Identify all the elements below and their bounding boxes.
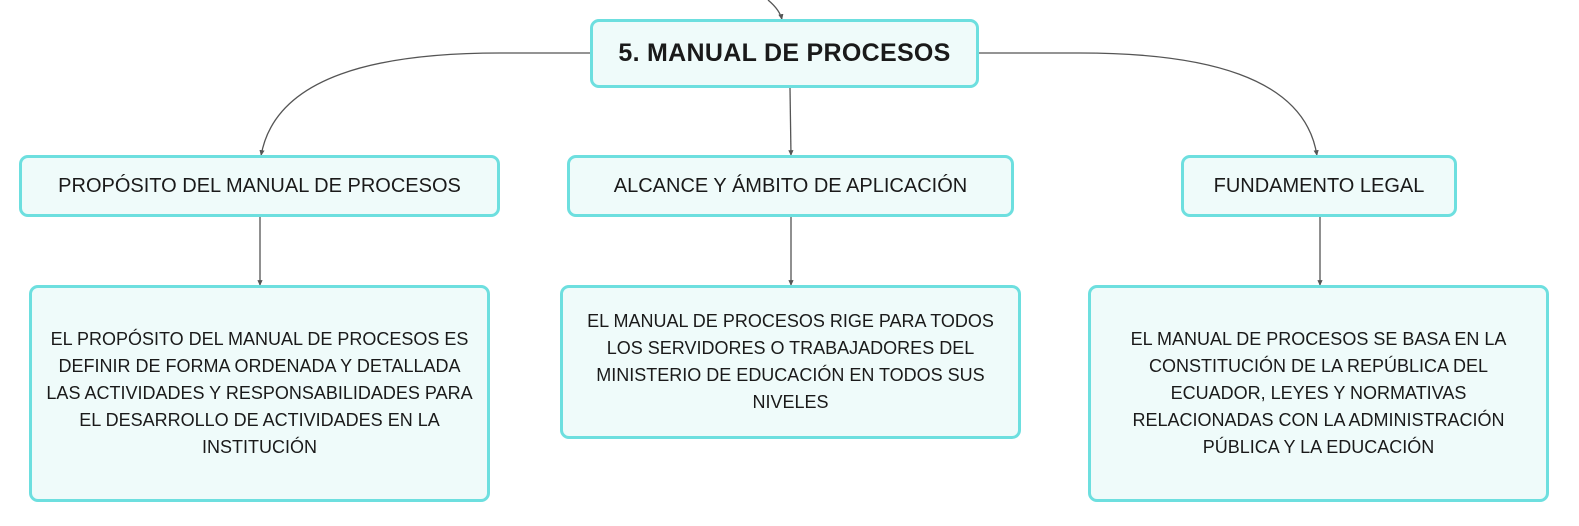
topic-fundamento-legal[interactable]: FUNDAMENTO LEGAL bbox=[1181, 155, 1457, 217]
detail-proposito-text: EL PROPÓSITO DEL MANUAL DE PROCESOS ES D… bbox=[46, 329, 473, 457]
connector-root-to-topic-3 bbox=[978, 52, 1319, 157]
detail-fundamento-legal[interactable]: EL MANUAL DE PROCESOS SE BASA EN LA CONS… bbox=[1088, 285, 1549, 502]
connector-root-to-topic-1 bbox=[259, 52, 592, 157]
topic-fundamento-legal-label: FUNDAMENTO LEGAL bbox=[1213, 174, 1425, 197]
incoming-connector bbox=[767, 0, 784, 21]
topic-alcance-label: ALCANCE Y ÁMBITO DE APLICACIÓN bbox=[613, 174, 968, 197]
topic-proposito[interactable]: PROPÓSITO DEL MANUAL DE PROCESOS bbox=[19, 155, 500, 217]
detail-proposito[interactable]: EL PROPÓSITO DEL MANUAL DE PROCESOS ES D… bbox=[29, 285, 490, 502]
root-topic-label: 5. MANUAL DE PROCESOS bbox=[618, 39, 951, 67]
detail-alcance[interactable]: EL MANUAL DE PROCESOS RIGE PARA TODOS LO… bbox=[560, 285, 1021, 439]
detail-alcance-text: EL MANUAL DE PROCESOS RIGE PARA TODOS LO… bbox=[587, 311, 994, 412]
detail-fundamento-legal-text: EL MANUAL DE PROCESOS SE BASA EN LA CONS… bbox=[1130, 329, 1507, 457]
topic-alcance[interactable]: ALCANCE Y ÁMBITO DE APLICACIÓN bbox=[567, 155, 1014, 217]
connector-root-to-topic-2 bbox=[788, 87, 794, 157]
topic-proposito-label: PROPÓSITO DEL MANUAL DE PROCESOS bbox=[58, 174, 461, 197]
root-topic[interactable]: 5. MANUAL DE PROCESOS bbox=[590, 19, 979, 88]
